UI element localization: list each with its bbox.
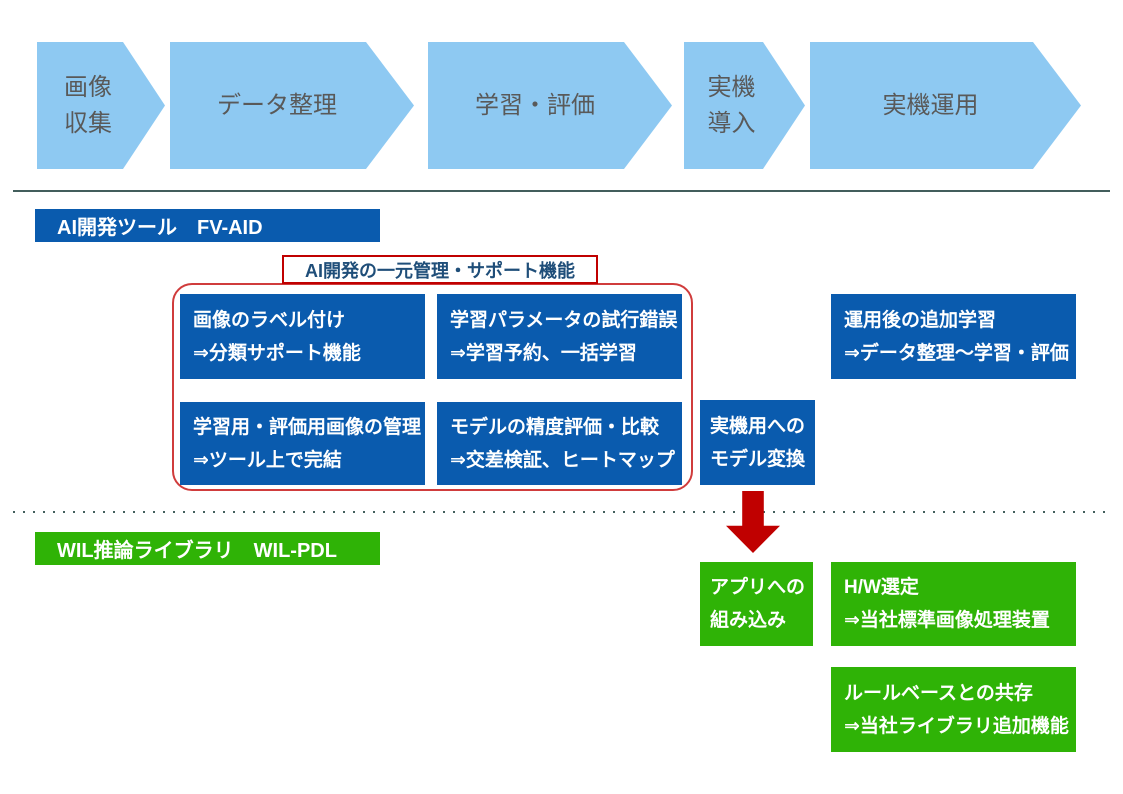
feature-line: 学習用・評価用画像の管理	[193, 416, 422, 438]
feature-line: 画像のラベル付け	[193, 309, 346, 331]
flow-step-label: 実機運用	[882, 91, 979, 119]
feature-line: 運用後の追加学習	[844, 309, 997, 331]
tool-section-label: AI開発ツール FV-AID	[35, 209, 380, 242]
flow-step-machine-operation: 実機運用	[810, 42, 1081, 169]
flow-step-image-collection: 画像 収集	[37, 42, 165, 169]
flow-step-label: 学習・評価	[475, 91, 595, 119]
flow-step-label: 実機	[707, 73, 756, 101]
flow-step-label: 収集	[64, 109, 112, 137]
flow-step-machine-deployment: 実機 導入	[684, 42, 805, 169]
flow-step-label: 画像	[64, 73, 112, 101]
feature-line: モデル変換	[710, 448, 806, 470]
feature-line: 学習パラメータの試行錯誤	[450, 309, 678, 331]
feature-line: アプリへの	[710, 577, 806, 598]
feature-box-model-evaluation: モデルの精度評価・比較 ⇒交差検証、ヒートマップ	[437, 402, 682, 485]
feature-line: ⇒データ整理～学習・評価	[844, 342, 1069, 364]
flow-step-label: 導入	[707, 109, 756, 137]
model-conversion-box: 実機用への モデル変換	[700, 400, 815, 485]
feature-line: ⇒分類サポート機能	[193, 342, 361, 364]
feature-group-frame	[172, 283, 693, 491]
additional-training-box: 運用後の追加学習 ⇒データ整理～学習・評価	[831, 294, 1076, 379]
library-box-hw-selection: H/W選定 ⇒当社標準画像処理装置	[831, 562, 1076, 646]
library-section-label: WIL推論ライブラリ WIL-PDL	[35, 532, 380, 565]
section-divider-dotted	[13, 511, 1110, 513]
feature-line: 実機用への	[710, 415, 806, 437]
feature-line: ⇒当社標準画像処理装置	[844, 610, 1050, 631]
library-box-rulebase-coexistence: ルールベースとの共存 ⇒当社ライブラリ追加機能	[831, 667, 1076, 752]
feature-line: ⇒ツール上で完結	[193, 449, 342, 471]
feature-line: 組み込み	[710, 610, 787, 631]
flow-step-data-organization: データ整理	[170, 42, 414, 169]
feature-line: ルールベースとの共存	[844, 682, 1033, 704]
flow-step-label: データ整理	[217, 91, 337, 119]
red-down-arrow-icon	[726, 491, 780, 553]
library-box-app-integration: アプリへの 組み込み	[700, 562, 813, 646]
feature-line: モデルの精度評価・比較	[450, 416, 660, 438]
flow-step-training-evaluation: 学習・評価	[428, 42, 672, 169]
feature-box-parameter-trial: 学習パラメータの試行錯誤 ⇒学習予約、一括学習	[437, 294, 682, 379]
section-divider-line	[13, 190, 1110, 192]
feature-line: H/W選定	[844, 577, 919, 598]
feature-group-title: AI開発の一元管理・サポート機能	[282, 255, 598, 284]
feature-box-image-management: 学習用・評価用画像の管理 ⇒ツール上で完結	[180, 402, 425, 485]
feature-box-image-labeling: 画像のラベル付け ⇒分類サポート機能	[180, 294, 425, 379]
feature-line: ⇒当社ライブラリ追加機能	[844, 715, 1069, 737]
feature-line: ⇒交差検証、ヒートマップ	[450, 449, 675, 471]
feature-line: ⇒学習予約、一括学習	[450, 342, 637, 364]
